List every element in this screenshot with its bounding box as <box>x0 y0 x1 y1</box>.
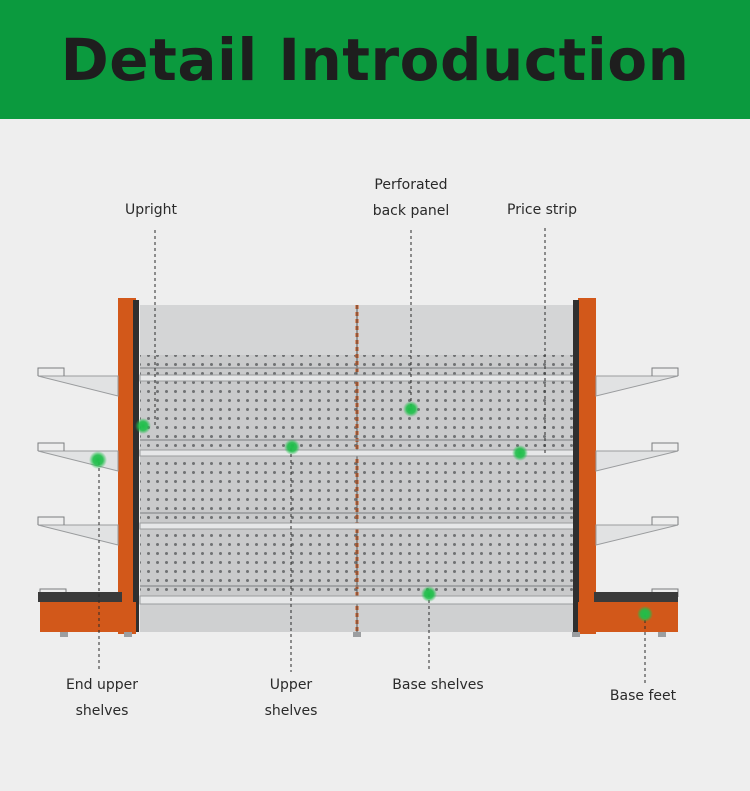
marker-price-strip <box>512 445 528 461</box>
upper-shelves <box>139 374 575 605</box>
marker-base-feet <box>637 606 653 622</box>
label-perforated-back-panel: Perforated back panel <box>372 177 450 219</box>
label-upright: Upright <box>124 202 178 218</box>
left-base <box>40 602 136 632</box>
right-base-shelf <box>594 592 678 602</box>
marker-upright <box>135 418 151 434</box>
label-price-strip: Price strip <box>507 202 577 218</box>
base-feet <box>60 632 666 637</box>
left-base-shelf <box>38 592 122 602</box>
markers <box>89 401 653 622</box>
label-upper-shelves: Upper shelves <box>264 677 318 719</box>
leader-lines <box>98 228 646 684</box>
marker-upper <box>284 439 300 455</box>
marker-base-shelves <box>421 586 437 602</box>
right-base <box>578 602 678 632</box>
page-title: Detail Introduction <box>60 25 690 94</box>
marker-perforated <box>403 401 419 417</box>
label-base-feet: Base feet <box>609 688 677 704</box>
right-end-shelves <box>595 375 679 546</box>
label-base-shelves: Base shelves <box>392 677 484 693</box>
marker-end-upper <box>89 451 107 469</box>
left-upright <box>118 298 136 634</box>
price-strips <box>140 367 574 587</box>
right-upright <box>578 298 596 634</box>
header-banner: Detail Introduction <box>0 0 750 119</box>
label-end-upper-shelves: End upper shelves <box>65 677 139 719</box>
